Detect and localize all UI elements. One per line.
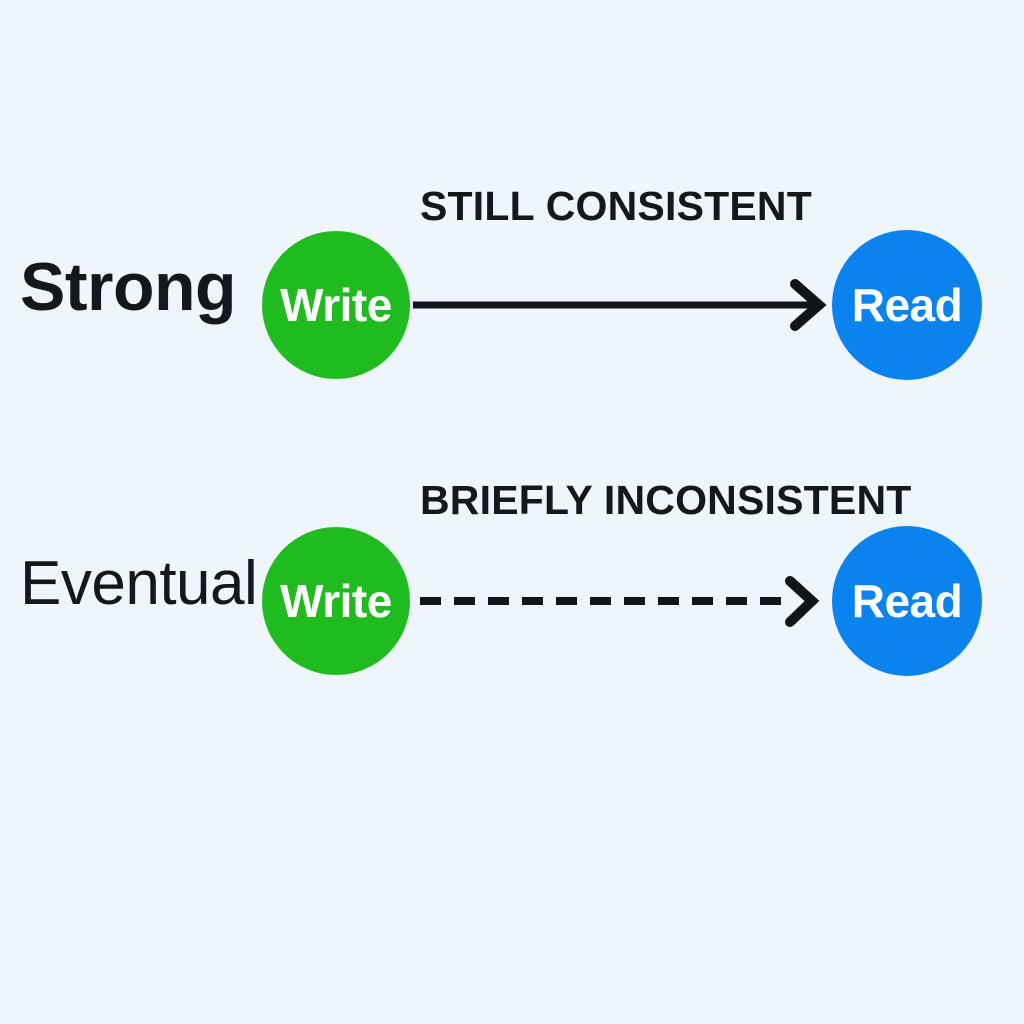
node-read-eventual[interactable]: Read [832, 526, 982, 676]
edge-eventual-arrowhead-icon [785, 576, 820, 627]
edge-strong [413, 279, 827, 331]
node-write-eventual-label: Write [280, 575, 392, 627]
node-read-strong-label: Read [851, 279, 963, 331]
edge-caption-strong: STILL CONSISTENT [420, 183, 812, 229]
node-write-strong[interactable]: Write [262, 231, 410, 379]
node-write-eventual[interactable]: Write [262, 527, 410, 675]
node-read-strong[interactable]: Read [832, 230, 982, 380]
edge-caption-eventual: BRIEFLY INCONSISTENT [420, 477, 912, 523]
row-label-eventual: Eventual [20, 549, 258, 618]
edge-strong-arrowhead-icon [790, 279, 827, 331]
node-write-strong-label: Write [280, 279, 392, 331]
row-label-strong: Strong [20, 249, 237, 325]
edge-eventual [420, 576, 820, 627]
node-read-eventual-label: Read [851, 575, 963, 627]
